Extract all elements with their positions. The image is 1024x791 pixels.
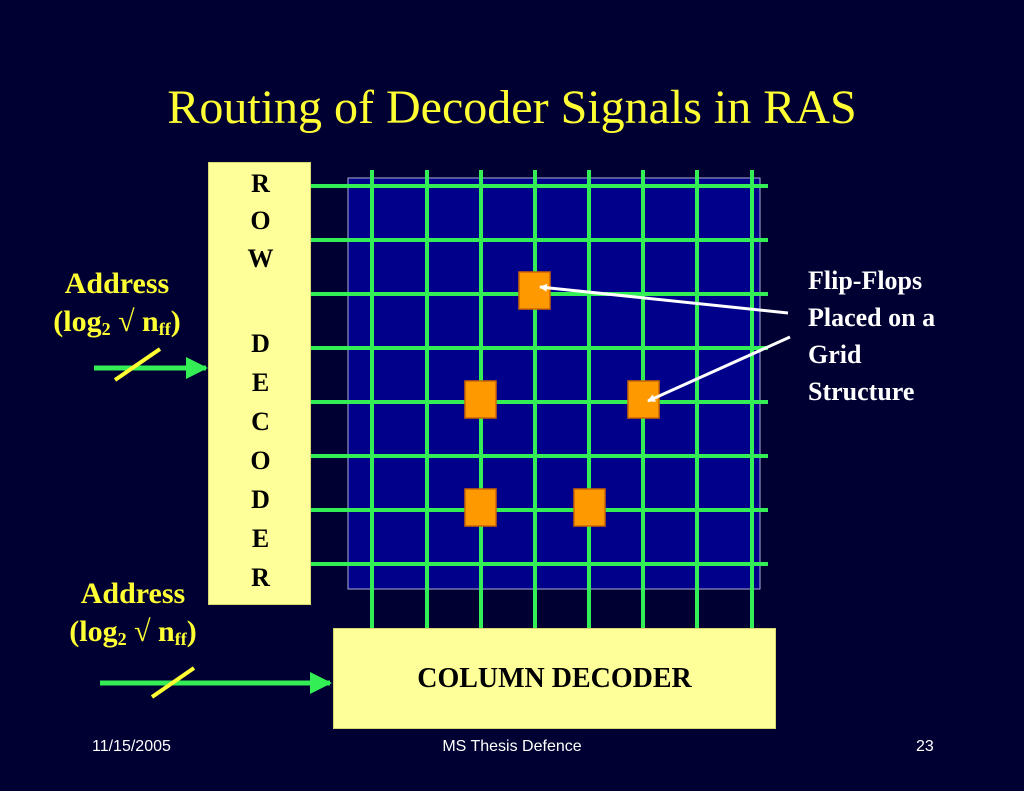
callout-line: Flip-Flops — [808, 266, 923, 295]
callout-line: Placed on a — [808, 303, 936, 332]
callout-line: Grid — [808, 340, 862, 369]
flipflop — [464, 488, 497, 527]
callout-arrow — [539, 283, 789, 315]
address-word: Address — [80, 577, 186, 610]
row-address-label: Address (log2 √ nff) — [22, 265, 212, 348]
row-decoder-letter: E — [251, 368, 270, 397]
footer-title: MS Thesis Defence — [442, 738, 582, 755]
flipflop — [518, 271, 551, 310]
callout-line: Structure — [808, 377, 915, 406]
address-width: (log2 √ nff) — [69, 615, 197, 649]
column-decoder-label: COLUMN DECODER — [417, 662, 692, 694]
grid-vertical-lines — [370, 170, 754, 628]
address-word: Address — [64, 267, 170, 300]
row-decoder-letter: W — [247, 244, 274, 273]
row-decoder-letter: D — [251, 485, 270, 514]
callout-arrow — [647, 335, 791, 403]
row-decoder-letter: O — [250, 446, 271, 475]
row-bus-slash — [113, 347, 162, 382]
flipflop-callout-label: Flip-Flops Placed on a Grid Structure — [808, 262, 935, 410]
row-decoder-letter: O — [250, 206, 271, 235]
grid-area — [347, 177, 761, 590]
row-decoder-letter: R — [251, 563, 270, 592]
slide-title: Routing of Decoder Signals in RAS — [167, 81, 857, 134]
row-decoder-letter: R — [251, 169, 270, 198]
address-width: (log2 √ nff) — [53, 305, 181, 339]
column-bus-slash — [150, 666, 196, 699]
slide-number: 23 — [916, 738, 934, 755]
row-decoder: R O W D E C O D E R — [208, 162, 311, 605]
flipflop — [464, 380, 497, 419]
row-decoder-letter: C — [251, 407, 270, 436]
row-decoder-letter: E — [251, 524, 270, 553]
footer-date: 11/15/2005 — [92, 738, 171, 755]
flipflop — [573, 488, 606, 527]
column-decoder: COLUMN DECODER — [333, 628, 776, 729]
column-address-label: Address (log2 √ nff) — [38, 575, 228, 658]
row-decoder-letter: D — [251, 329, 270, 358]
